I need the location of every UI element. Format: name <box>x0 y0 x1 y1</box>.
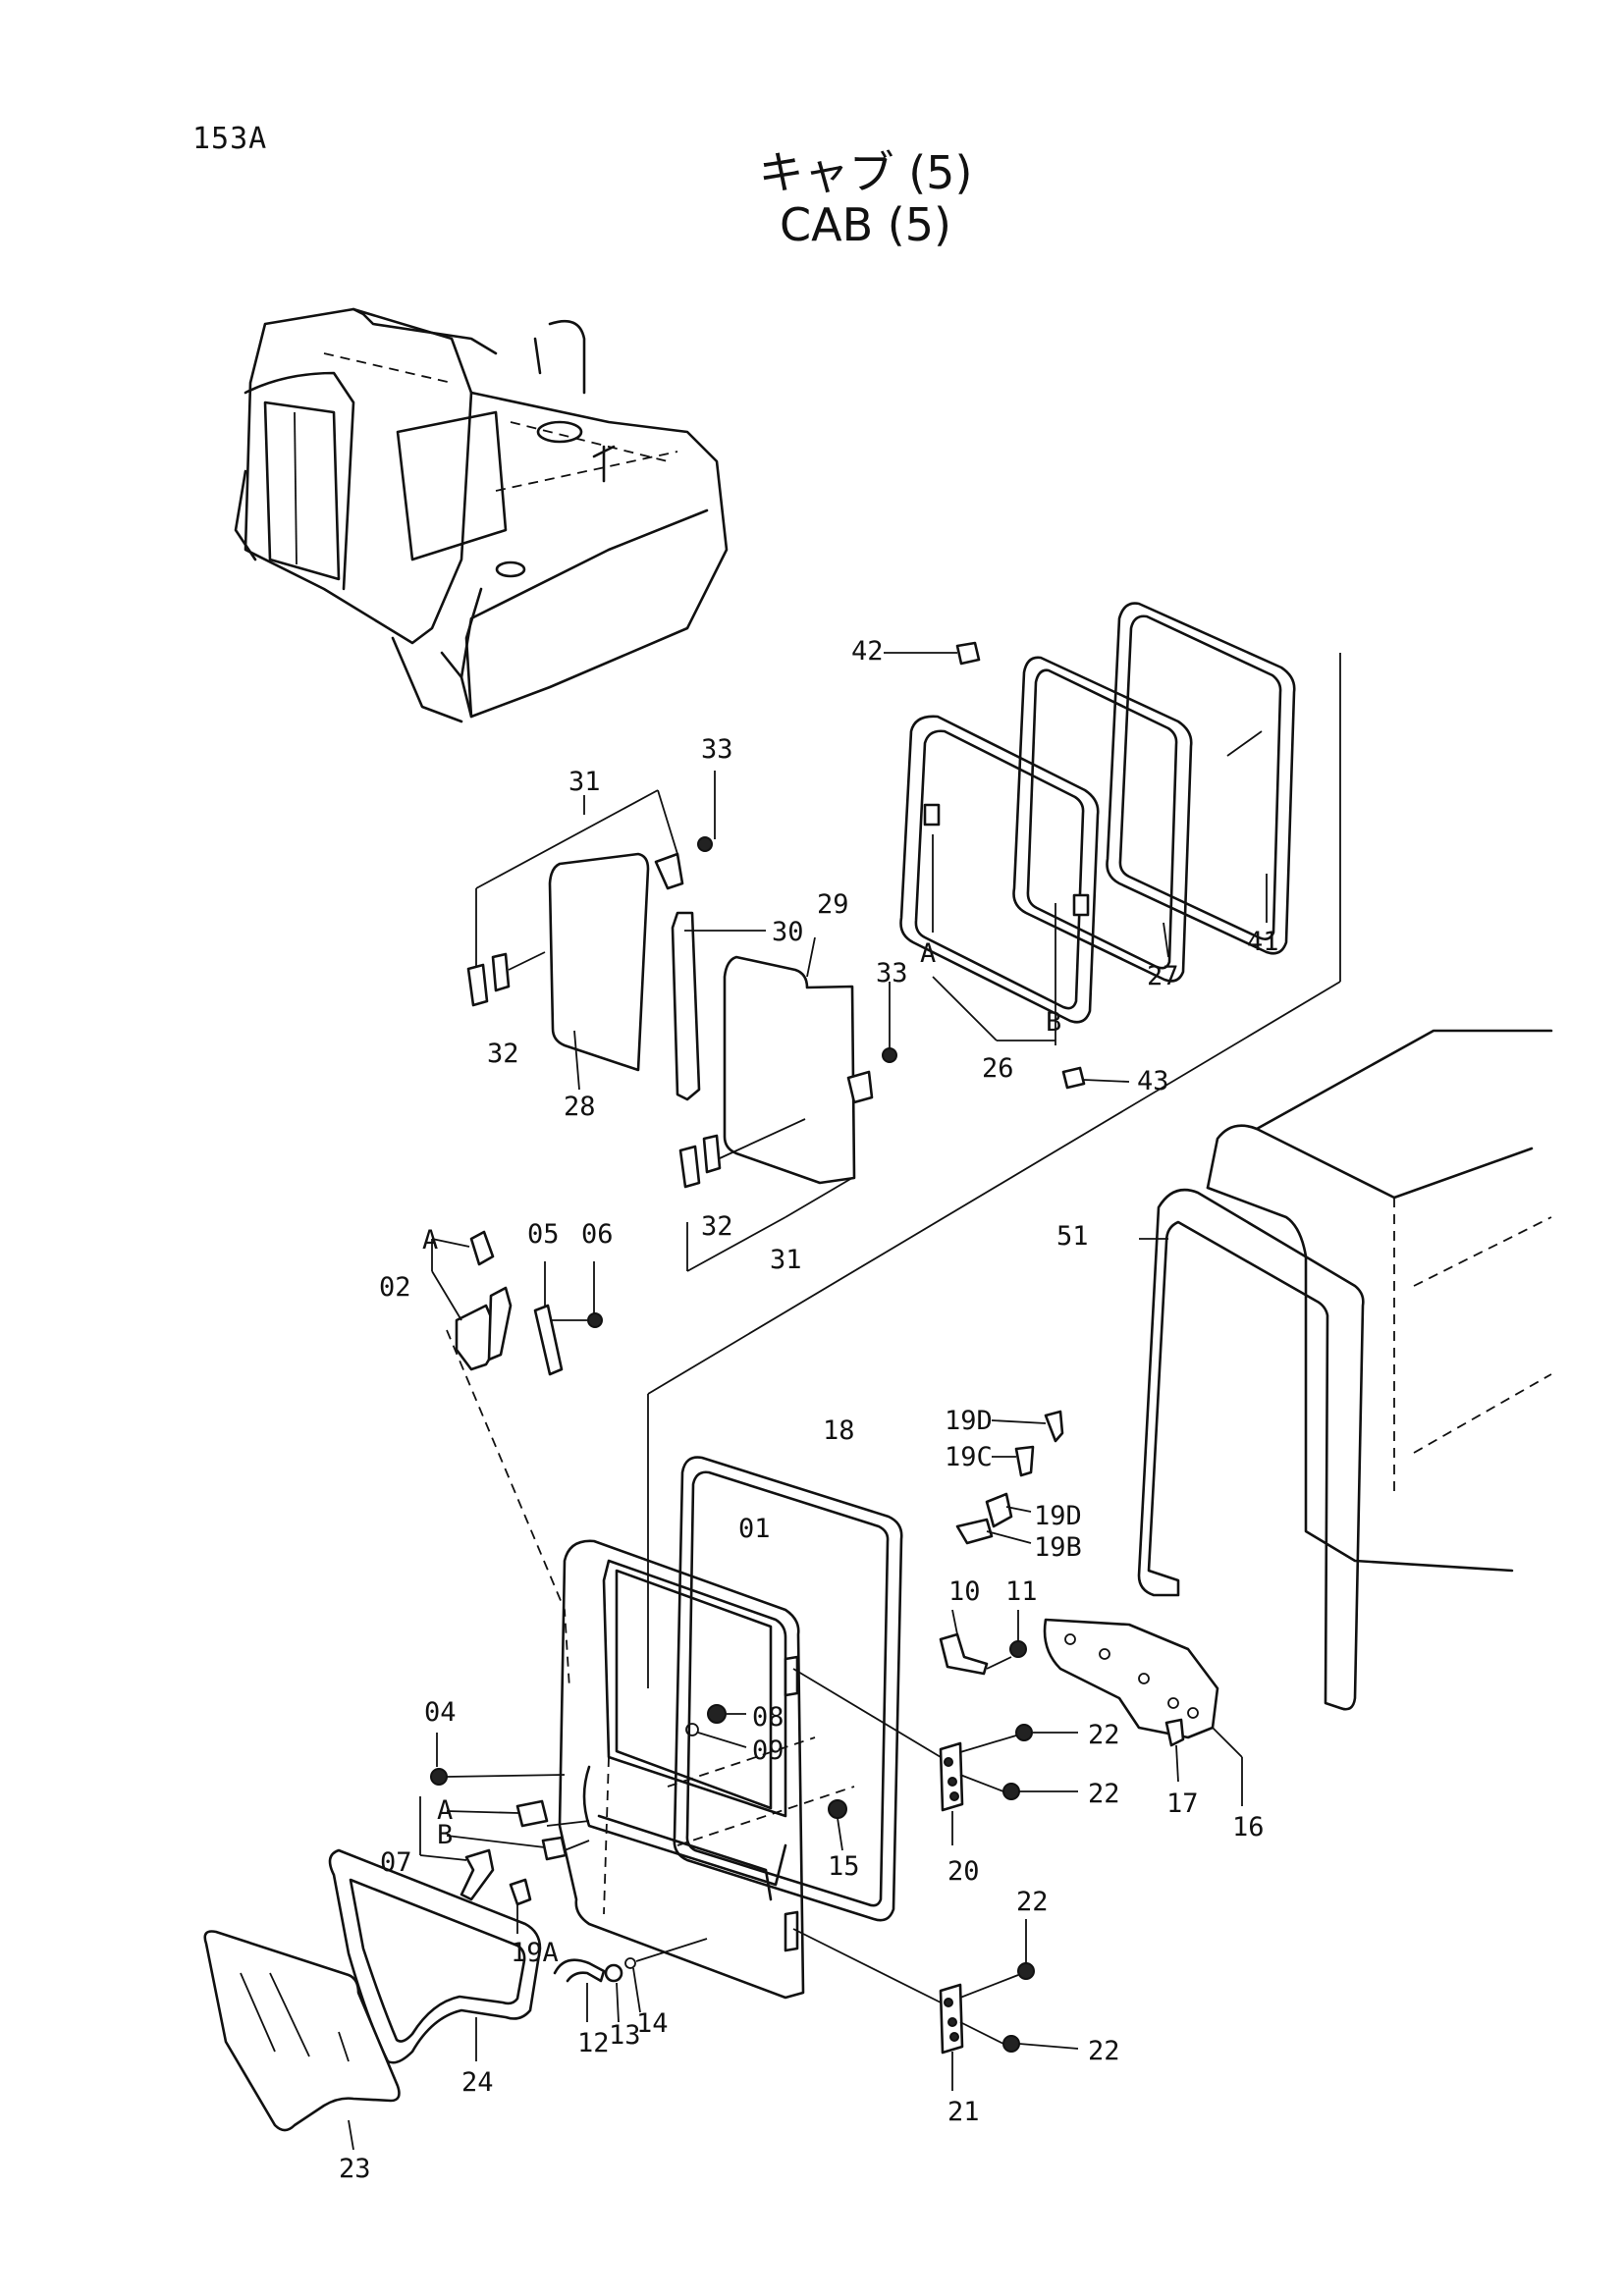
callout-12: 12 <box>577 2028 610 2058</box>
callout-21: 21 <box>947 2097 980 2127</box>
machine-overview-drawing <box>234 307 729 723</box>
callout-A-handle: A <box>437 1795 453 1826</box>
callout-B-window: B <box>1046 1007 1061 1038</box>
sliding-glass-group <box>466 771 897 1272</box>
callout-27: 27 <box>1147 961 1179 991</box>
callout-13: 13 <box>609 2020 641 2051</box>
callout-02: 02 <box>379 1272 411 1303</box>
callout-22-a: 22 <box>1088 1720 1120 1750</box>
callout-01: 01 <box>738 1514 771 1544</box>
callout-23: 23 <box>339 2154 371 2184</box>
callout-08: 08 <box>752 1702 784 1733</box>
callout-33-lower: 33 <box>876 958 908 988</box>
callout-19D-upper: 19D <box>945 1406 993 1436</box>
callout-22-c: 22 <box>1016 1887 1049 1917</box>
cab-body-group <box>1137 1029 1553 1711</box>
callout-11: 11 <box>1005 1576 1038 1607</box>
callout-04: 04 <box>424 1697 457 1728</box>
callout-14: 14 <box>636 2008 669 2039</box>
callout-19A: 19A <box>511 1938 559 1968</box>
callout-17: 17 <box>1166 1789 1199 1819</box>
upper-window-group <box>647 602 1341 1688</box>
callout-18: 18 <box>823 1415 855 1446</box>
callout-42: 42 <box>851 636 884 667</box>
callout-A-latch: A <box>422 1225 438 1255</box>
callout-26: 26 <box>982 1053 1014 1084</box>
callout-29: 29 <box>817 889 849 920</box>
callout-06: 06 <box>581 1219 614 1250</box>
callout-32-upper: 32 <box>487 1039 519 1069</box>
callout-24: 24 <box>461 2067 494 2098</box>
callout-43: 43 <box>1137 1066 1169 1096</box>
callout-19C: 19C <box>945 1442 993 1472</box>
callout-15: 15 <box>828 1851 860 1882</box>
callout-07: 07 <box>380 1847 412 1878</box>
diagram-title-english: CAB (5) <box>780 198 951 251</box>
callout-10: 10 <box>948 1576 981 1607</box>
door-assembly-group <box>558 1410 1243 2091</box>
callout-32-lower: 32 <box>701 1211 733 1242</box>
callout-22-b: 22 <box>1088 1779 1120 1809</box>
callout-28: 28 <box>564 1092 596 1122</box>
callout-05: 05 <box>527 1219 560 1250</box>
diagram-title-japanese: キャブ (5) <box>758 146 973 199</box>
callout-19B: 19B <box>1034 1532 1082 1563</box>
callout-30: 30 <box>772 917 804 947</box>
callout-31-upper: 31 <box>568 767 601 797</box>
callout-19D-lower: 19D <box>1034 1501 1082 1531</box>
callout-A-window: A <box>920 938 936 969</box>
latch-handle-group <box>203 1230 708 2151</box>
callout-16: 16 <box>1232 1812 1265 1842</box>
callout-20: 20 <box>947 1856 980 1887</box>
callout-labels: 42 43 41 27 26 31 33 29 30 33 32 28 32 3… <box>339 636 1279 2184</box>
callout-B-handle: B <box>437 1820 453 1850</box>
page-number: 153A <box>192 122 268 156</box>
callout-22-d: 22 <box>1088 2036 1120 2066</box>
callout-51: 51 <box>1056 1221 1089 1252</box>
callout-33-upper: 33 <box>701 734 733 765</box>
callout-41: 41 <box>1247 927 1279 957</box>
callout-09: 09 <box>752 1735 784 1766</box>
callout-31-lower: 31 <box>770 1245 802 1275</box>
